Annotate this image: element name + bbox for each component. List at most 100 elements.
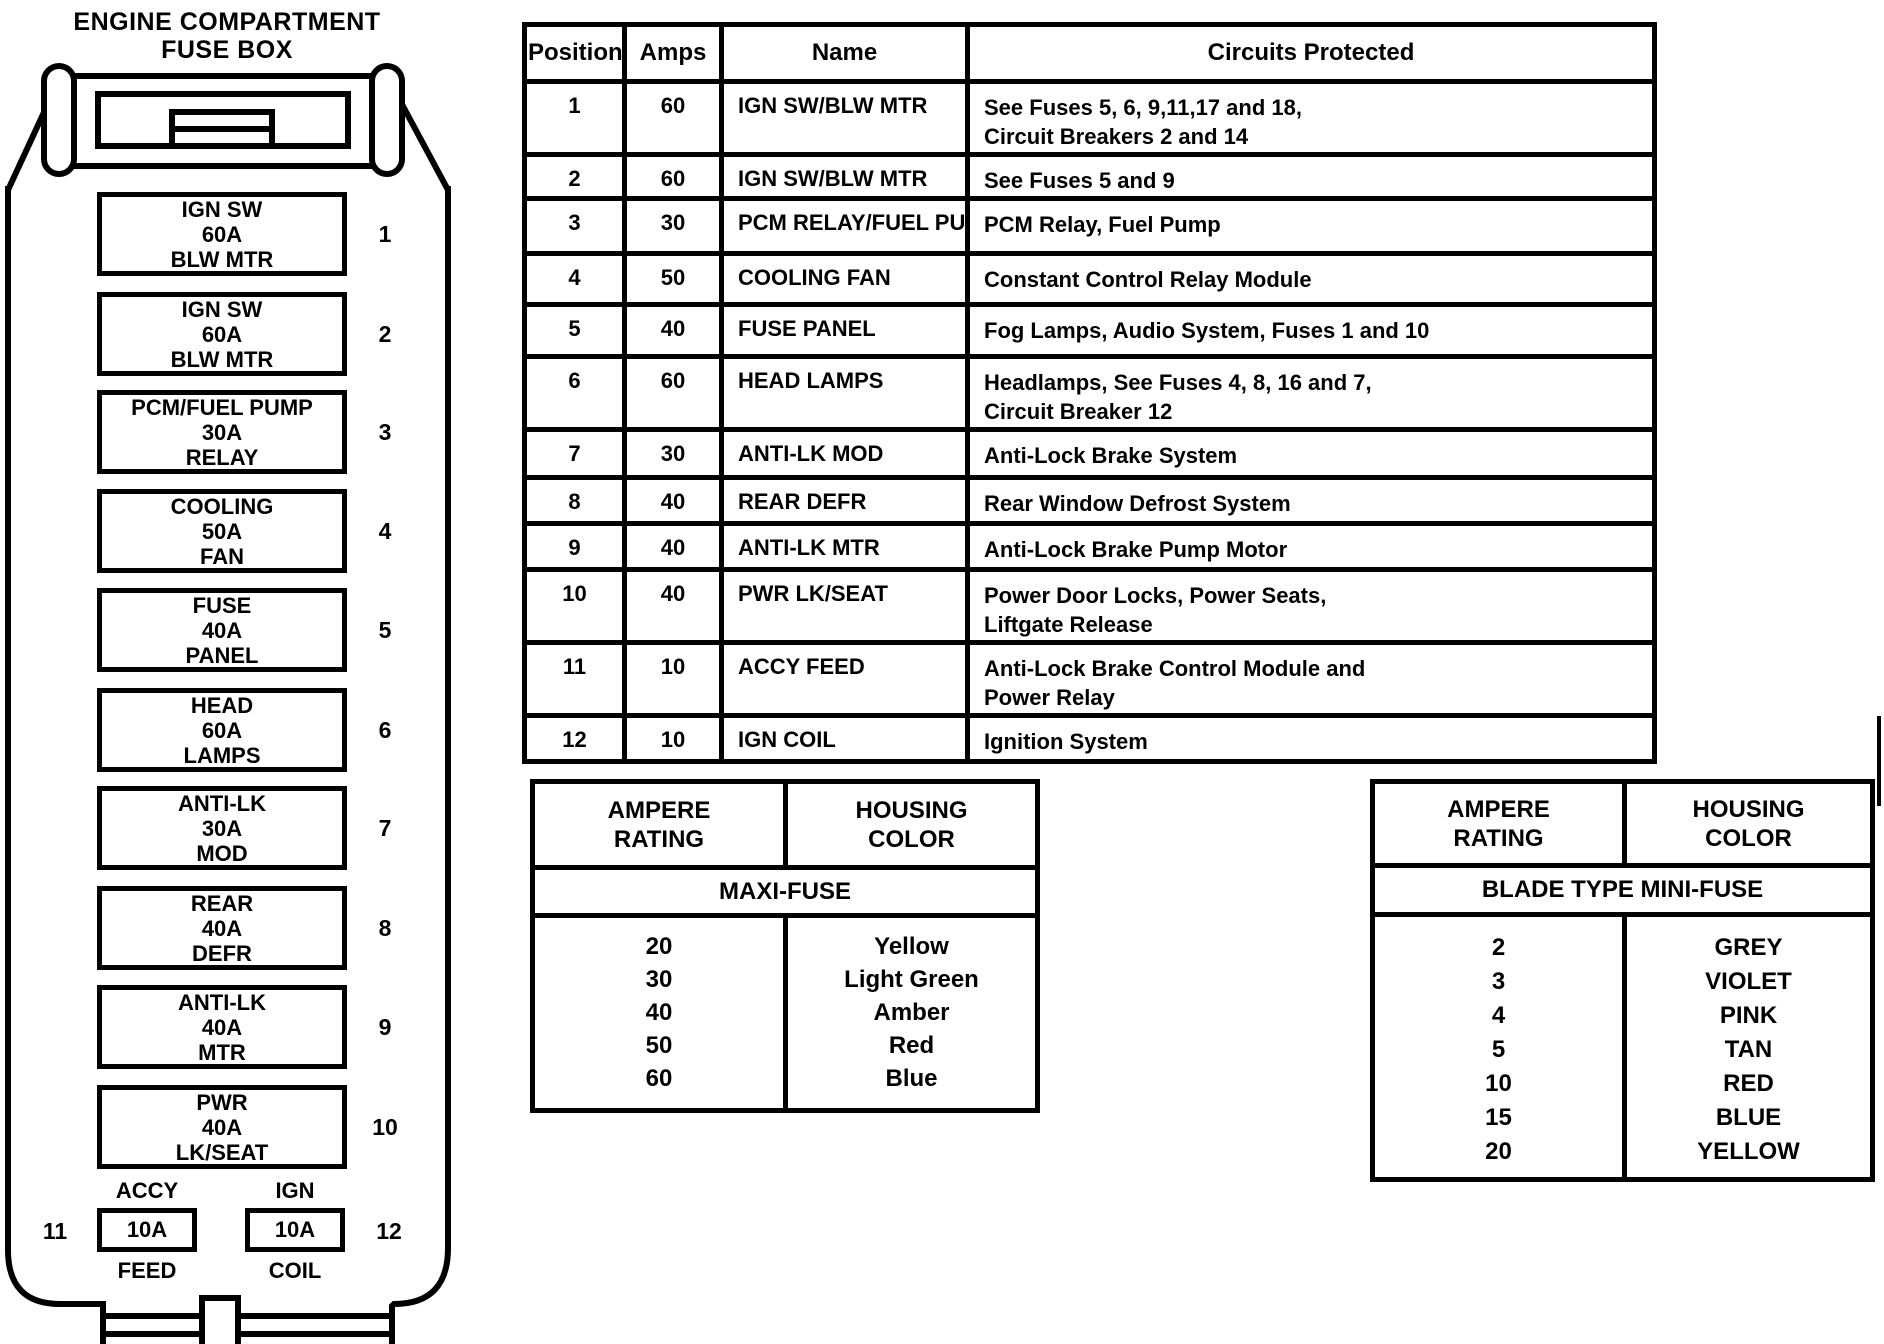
- fuse-8-name2: DEFR: [192, 940, 252, 966]
- table-row: 2 60 IGN SW/BLW MTR See Fuses 5 and 9: [522, 152, 1657, 201]
- mini-fuse-color-table: AMPERE RATING HOUSING COLOR BLADE TYPE M…: [1370, 779, 1875, 1182]
- fusebox-title-line1: ENGINE COMPARTMENT: [73, 8, 381, 36]
- mini-header-ampere-rating: AMPERE RATING: [1370, 779, 1627, 868]
- fuse-4: COOLING 50A FAN: [97, 489, 347, 573]
- maxi-color: Amber: [873, 999, 950, 1026]
- mini-color: GREY: [1714, 934, 1783, 961]
- bottom-center-tab: [199, 1295, 241, 1344]
- cell-position: 3: [522, 196, 627, 256]
- fusebox-title-line2: FUSE BOX: [161, 36, 293, 64]
- fuse-12-box: 10A: [245, 1208, 345, 1252]
- fuse-1: IGN SW 60A BLW MTR: [97, 192, 347, 276]
- fuse-4-name: COOLING: [170, 493, 274, 519]
- lid-left-ear: [41, 63, 77, 177]
- maxi-fuse-color-table: AMPERE RATING HOUSING COLOR MAXI-FUSE 20…: [530, 779, 1040, 1113]
- cell-amps: 10: [622, 713, 724, 764]
- cell-circuits: Anti-Lock Brake Control Module and Power…: [965, 640, 1657, 718]
- cell-amps: 40: [622, 521, 724, 572]
- mini-color: YELLOW: [1697, 1138, 1800, 1165]
- fuse-5: FUSE 40A PANEL: [97, 588, 347, 672]
- fuse-10-name: PWR: [196, 1089, 248, 1115]
- maxi-header-ampere-rating: AMPERE RATING: [530, 779, 788, 870]
- header-amps: Amps: [622, 22, 724, 84]
- cell-circuits: See Fuses 5, 6, 9,11,17 and 18, Circuit …: [965, 79, 1657, 157]
- fuse-1-number: 1: [378, 221, 392, 247]
- body-left-edge: [5, 186, 106, 1344]
- fuse-8-name: REAR: [190, 890, 254, 916]
- mini-rating: 3: [1491, 968, 1506, 995]
- cell-circuits: Fog Lamps, Audio System, Fuses 1 and 10: [965, 302, 1657, 359]
- cell-circuits: Constant Control Relay Module: [965, 251, 1657, 307]
- cell-circuits: Ignition System: [965, 713, 1657, 764]
- mini-rating: 10: [1485, 1070, 1512, 1097]
- cell-amps: 60: [622, 354, 724, 432]
- fuse-5-number: 5: [378, 617, 392, 643]
- fuse-3-name: PCM/FUEL PUMP: [131, 394, 313, 420]
- fuse-3-name2: RELAY: [185, 444, 259, 470]
- cell-name: PWR LK/SEAT: [719, 567, 970, 645]
- fuse-9-name2: MTR: [198, 1039, 246, 1065]
- cell-amps: 30: [622, 196, 724, 256]
- maxi-type-label: MAXI-FUSE: [530, 865, 1040, 918]
- bottom-rail-lines: [103, 1313, 392, 1337]
- maxi-type-row: MAXI-FUSE: [530, 865, 1040, 918]
- fuse-7-amps: 30A: [201, 815, 243, 841]
- fuse-10: PWR 40A LK/SEAT: [97, 1085, 347, 1169]
- fuse-12-bottom-label: COIL: [268, 1258, 322, 1283]
- table-row: 5 40 FUSE PANEL Fog Lamps, Audio System,…: [522, 302, 1657, 359]
- fuse-8-number: 8: [378, 915, 392, 941]
- maxi-color: Light Green: [844, 966, 979, 993]
- cell-name: IGN SW/BLW MTR: [719, 152, 970, 201]
- fuse-12-amps: 10A: [274, 1217, 316, 1242]
- mini-rating: 4: [1491, 1002, 1506, 1029]
- fuse-9-name: ANTI-LK: [178, 989, 266, 1015]
- header-position: Position: [522, 22, 627, 84]
- cell-position: 2: [522, 152, 627, 201]
- table-row: 12 10 IGN COIL Ignition System: [522, 713, 1657, 764]
- table-row: 7 30 ANTI-LK MOD Anti-Lock Brake System: [522, 427, 1657, 480]
- mini-rating: 2: [1491, 934, 1506, 961]
- mini-rating: 20: [1485, 1138, 1512, 1165]
- cell-name: IGN SW/BLW MTR: [719, 79, 970, 157]
- header-circuits: Circuits Protected: [965, 22, 1657, 84]
- fusebox-outline-drawing: [5, 63, 451, 1344]
- fuse-1-name: IGN SW: [181, 196, 263, 222]
- table-row: 6 60 HEAD LAMPS Headlamps, See Fuses 4, …: [522, 354, 1657, 432]
- body-right-edge: [389, 186, 451, 1344]
- fuse-8: REAR 40A DEFR: [97, 886, 347, 970]
- mini-color-column: GREY VIOLET PINK TAN RED BLUE YELLOW: [1622, 912, 1875, 1182]
- fuse-7-number: 7: [378, 815, 392, 841]
- maxi-header-housing-color: HOUSING COLOR: [783, 779, 1040, 870]
- cell-amps: 50: [622, 251, 724, 307]
- cell-amps: 40: [622, 475, 724, 526]
- maxi-color-column: Yellow Light Green Amber Red Blue: [783, 913, 1040, 1113]
- cell-name: IGN COIL: [719, 713, 970, 764]
- mini-header-row: AMPERE RATING HOUSING COLOR: [1370, 779, 1875, 868]
- maxi-data-row: 20 30 40 50 60 Yellow Light Green Amber …: [530, 913, 1040, 1113]
- cell-position: 1: [522, 79, 627, 157]
- fuse-8-amps: 40A: [201, 915, 243, 941]
- fuse-2-name2: BLW MTR: [170, 346, 274, 372]
- maxi-rating-column: 20 30 40 50 60: [530, 913, 788, 1113]
- cell-position: 8: [522, 475, 627, 526]
- cell-circuits: Power Door Locks, Power Seats, Liftgate …: [965, 567, 1657, 645]
- fuse-6: HEAD 60A LAMPS: [97, 688, 347, 772]
- fuse-1-amps: 60A: [201, 221, 243, 247]
- cell-circuits: Anti-Lock Brake System: [965, 427, 1657, 480]
- fuse-11-box: 10A: [97, 1208, 197, 1252]
- fuse-12-top-label: IGN: [275, 1178, 315, 1203]
- cell-circuits: Anti-Lock Brake Pump Motor: [965, 521, 1657, 572]
- table-row: 9 40 ANTI-LK MTR Anti-Lock Brake Pump Mo…: [522, 521, 1657, 572]
- table-row: 1 60 IGN SW/BLW MTR See Fuses 5, 6, 9,11…: [522, 79, 1657, 157]
- fuse-6-name: HEAD: [190, 692, 254, 718]
- cell-position: 7: [522, 427, 627, 480]
- fuse-5-amps: 40A: [201, 617, 243, 643]
- fuse-4-number: 4: [378, 518, 392, 544]
- mini-rating-column: 2 3 4 5 10 15 20: [1370, 912, 1627, 1182]
- maxi-color: Red: [888, 1032, 935, 1059]
- fuse-11-top-label: ACCY: [115, 1178, 179, 1203]
- fuse-10-name2: LK/SEAT: [175, 1139, 269, 1165]
- mini-color: VIOLET: [1705, 968, 1792, 995]
- fuse-9: ANTI-LK 40A MTR: [97, 985, 347, 1069]
